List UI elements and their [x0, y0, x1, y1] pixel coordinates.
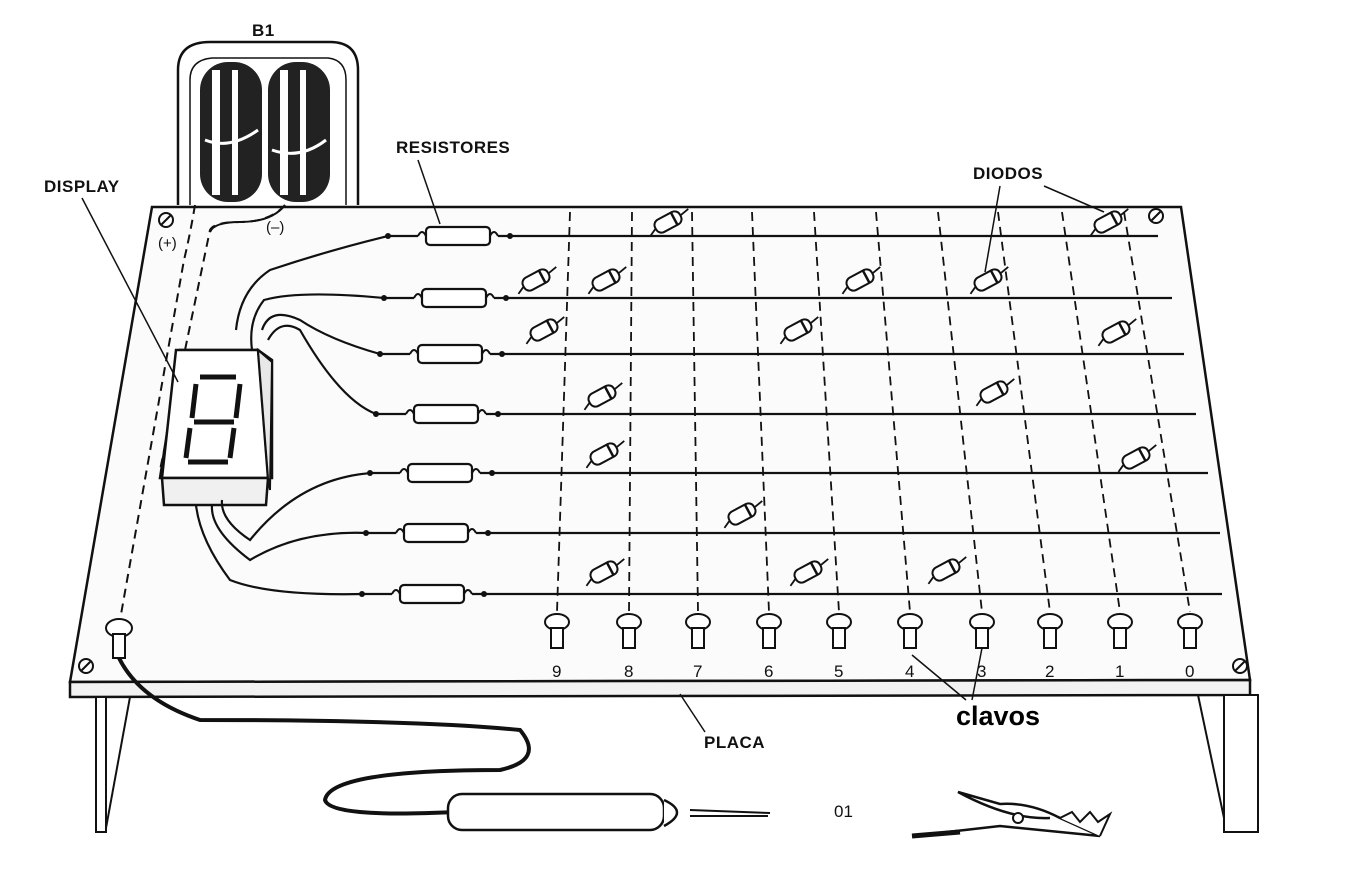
segment-row	[250, 287, 1172, 351]
alligator-clip-icon	[911, 790, 1113, 839]
battery-holder	[176, 40, 360, 205]
board-label: PLACA	[704, 733, 765, 752]
resistor-icon	[420, 287, 488, 309]
diode-icon	[927, 556, 967, 585]
diode-icon	[585, 558, 625, 587]
resistors-label: RESISTORES	[396, 138, 510, 157]
screw-icon	[158, 212, 174, 228]
diode-icon	[583, 382, 623, 411]
column-line	[875, 211, 911, 613]
segment-row	[210, 504, 1220, 562]
column-line	[1123, 211, 1191, 613]
resistor-icon	[424, 225, 492, 247]
board	[68, 205, 1259, 833]
diode-icon	[841, 266, 881, 295]
segment-row	[260, 313, 1184, 365]
column-line	[691, 211, 699, 613]
nail-number: 7	[693, 662, 702, 681]
nail: 7	[685, 613, 711, 681]
nail-number: 5	[834, 662, 843, 681]
screw-icon	[78, 658, 94, 674]
diodes-label: DIODOS	[973, 164, 1043, 183]
nails: 9 8 7 6 5 4 3 2 1 0	[544, 613, 1203, 681]
diode-icon	[587, 266, 627, 295]
diode-icon	[585, 440, 625, 469]
resistor-icon	[402, 522, 470, 544]
resistor-icon	[406, 462, 474, 484]
segment-row	[220, 462, 1208, 542]
diodes	[517, 208, 1157, 587]
nail: 9	[544, 613, 570, 681]
battery-label: B1	[252, 21, 275, 40]
display-label: DISPLAY	[44, 177, 120, 196]
nail-number: 0	[1185, 662, 1194, 681]
column-line	[556, 211, 571, 613]
diode-icon	[723, 500, 763, 529]
diode-icon	[1089, 208, 1129, 237]
column-line	[937, 211, 983, 613]
resistor-icon	[398, 583, 466, 605]
column-line	[1061, 211, 1121, 613]
diode-icon	[1097, 318, 1137, 347]
probe-label: 01	[834, 802, 853, 821]
nail-number: 4	[905, 662, 914, 681]
nail-number: 6	[764, 662, 773, 681]
diode-icon	[975, 378, 1015, 407]
resistor-icon	[416, 343, 484, 365]
column-line	[997, 211, 1051, 613]
column-line	[751, 211, 770, 613]
column-line	[628, 211, 633, 613]
column-line	[813, 211, 840, 613]
nail: 1	[1107, 613, 1133, 681]
battery-minus-label: (–)	[266, 219, 284, 236]
common-nail	[105, 618, 133, 659]
screw-icon	[1148, 208, 1164, 224]
diode-icon	[1117, 444, 1157, 473]
nail: 5	[826, 613, 852, 681]
nail-number: 1	[1115, 662, 1124, 681]
nails-label: clavos	[956, 701, 1040, 731]
nail: 4	[897, 613, 923, 681]
digit-columns	[556, 211, 1191, 613]
nail: 6	[756, 613, 782, 681]
diode-icon	[779, 316, 819, 345]
nail: 3	[969, 613, 995, 681]
test-probe	[446, 792, 771, 832]
diode-icon	[969, 266, 1009, 295]
nail: 0	[1177, 613, 1203, 681]
diode-icon	[525, 316, 565, 345]
segment-row	[234, 225, 1158, 331]
diode-icon	[649, 208, 689, 237]
nail-number: 2	[1045, 662, 1054, 681]
nail-number: 3	[977, 662, 986, 681]
battery-wire-positive	[119, 204, 196, 621]
nail-number: 8	[624, 662, 633, 681]
segment-row	[267, 324, 1196, 425]
screw-icon	[1232, 658, 1248, 674]
probe-cable	[117, 657, 531, 816]
nail: 2	[1037, 613, 1063, 681]
nail-number: 9	[552, 662, 561, 681]
segment-row	[194, 504, 1222, 605]
diode-icon	[517, 266, 557, 295]
nail: 8	[616, 613, 642, 681]
segment-rows	[194, 225, 1222, 605]
seven-segment-display	[158, 347, 274, 507]
diode-icon	[789, 558, 829, 587]
resistor-icon	[412, 403, 480, 425]
battery-plus-label: (+)	[158, 235, 177, 252]
